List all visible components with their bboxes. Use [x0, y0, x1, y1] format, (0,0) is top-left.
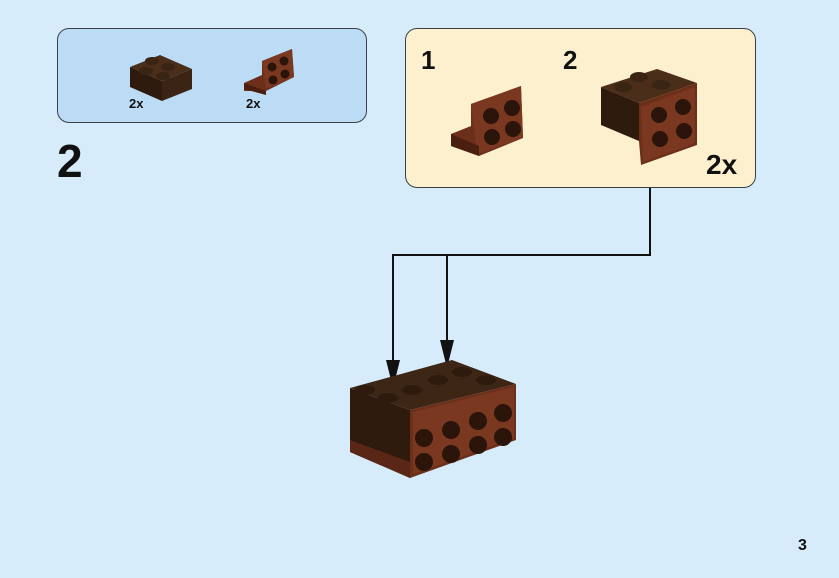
- part-quantity: 2x: [129, 96, 144, 111]
- sub-assembly-multiplier: 2x: [706, 149, 738, 180]
- connector-lines: [392, 188, 651, 368]
- brick-with-bracket-icon: [601, 69, 697, 165]
- brick-2x2-icon: [130, 55, 192, 101]
- bracket-icon: [451, 86, 523, 156]
- sub-assembly-box: 1 2 2x: [405, 28, 756, 188]
- parts-illustrations: [130, 49, 294, 101]
- arrow-head-icon: [386, 360, 400, 388]
- sub-step-number: 2: [563, 45, 578, 75]
- sub-assembly-illustrations: [451, 69, 697, 165]
- bracket-icon: [244, 49, 294, 95]
- step-number: 2: [57, 135, 83, 187]
- parts-list-box: 2x 2x: [57, 28, 367, 123]
- sub-step-number: 1: [421, 45, 436, 75]
- part-quantity: 2x: [246, 96, 261, 111]
- arrow-head-icon: [440, 340, 454, 368]
- assembled-model-icon: [350, 360, 516, 478]
- page-number: 3: [798, 537, 807, 554]
